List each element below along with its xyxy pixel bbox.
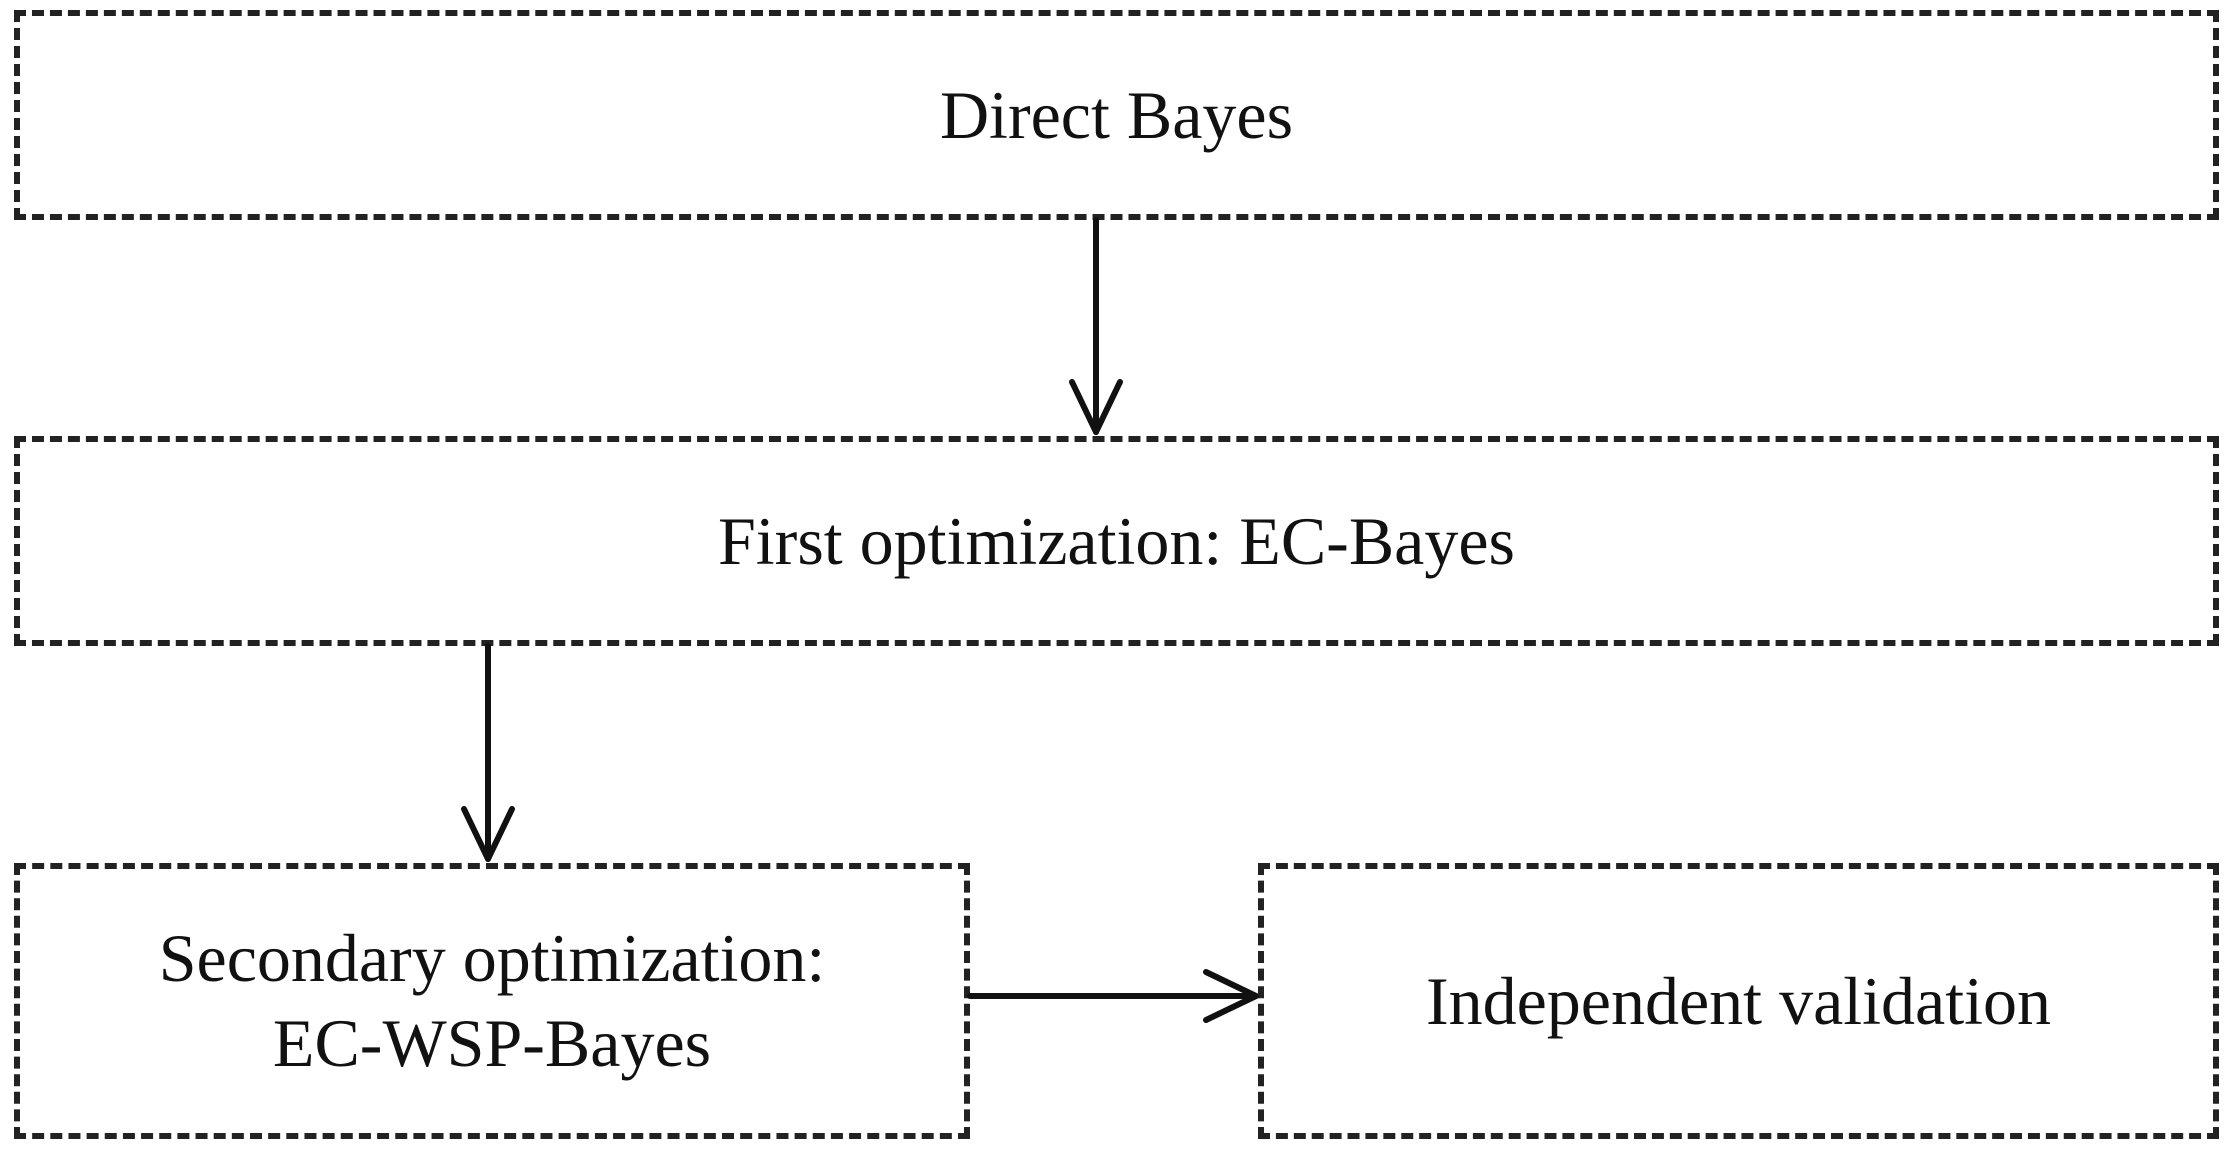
arrow-direct-to-first-head	[1069, 379, 1123, 435]
node-independent-validation-label: Independent validation	[1425, 962, 2051, 1039]
arrow-direct-to-first	[1069, 217, 1123, 435]
node-secondary-optimization-label: Secondary optimization: EC-WSP-Bayes	[158, 920, 826, 1081]
node-secondary-optimization: Secondary optimization: EC-WSP-Bayes	[14, 863, 970, 1139]
arrow-first-to-second-head	[461, 806, 515, 862]
node-independent-validation: Independent validation	[1258, 863, 2219, 1139]
node-first-optimization-label: First optimization: EC-Bayes	[717, 502, 1516, 579]
arrow-second-to-validation	[967, 969, 1259, 1023]
node-first-optimization: First optimization: EC-Bayes	[14, 436, 2219, 646]
node-direct-bayes-label: Direct Bayes	[939, 76, 1294, 153]
arrow-first-to-second	[461, 643, 515, 862]
arrow-second-to-validation-head	[1203, 969, 1259, 1023]
node-direct-bayes: Direct Bayes	[14, 10, 2219, 220]
